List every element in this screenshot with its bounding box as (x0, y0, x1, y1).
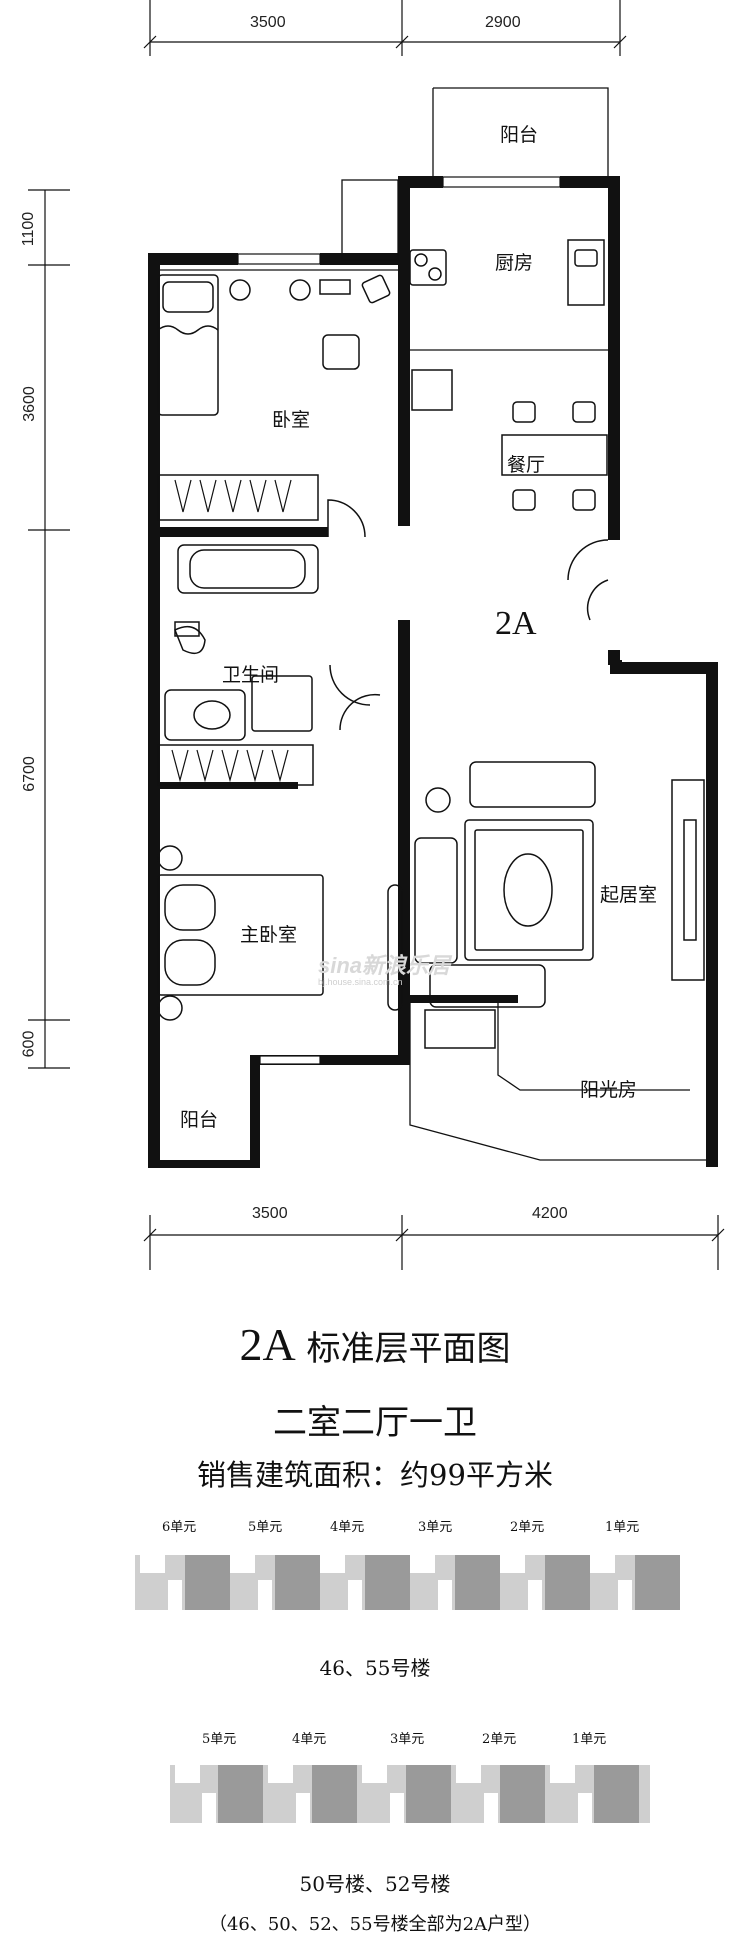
room-bedroom: 卧室 (272, 409, 311, 431)
room-balcony-north: 阳台 (500, 124, 539, 146)
title-code: 2A (239, 1319, 296, 1370)
room-dining: 餐厅 (507, 454, 546, 476)
dim-left-3: 6700 (20, 756, 38, 792)
room-bathroom: 卫生间 (222, 664, 280, 686)
bldA-unit-6: 6单元 (162, 1520, 197, 1535)
bldA-unit-1: 1单元 (605, 1520, 640, 1535)
floor-plan (28, 0, 725, 1270)
dim-left-2: 3600 (20, 386, 38, 422)
building-a-footprint (135, 1543, 680, 1610)
dim-top-1: 3500 (250, 14, 286, 31)
dim-bottom-1: 3500 (252, 1205, 288, 1222)
furniture (157, 239, 705, 1049)
watermark-url: bj.house.sina.com.cn (318, 977, 403, 987)
outlines (160, 87, 706, 1161)
bldB-unit-5: 5单元 (202, 1732, 237, 1747)
bldA-unit-2: 2单元 (510, 1520, 545, 1535)
room-balcony-south: 阳台 (180, 1109, 219, 1131)
bldA-unit-4: 4单元 (330, 1520, 365, 1535)
bldB-unit-2: 2单元 (482, 1732, 517, 1747)
watermark-logo: sina新浪乐居 (318, 953, 451, 978)
bldB-unit-1: 1单元 (572, 1732, 607, 1747)
room-sunroom: 阳光房 (580, 1079, 638, 1101)
walls (148, 176, 718, 1168)
title-text: 标准层平面图 (306, 1329, 511, 1369)
bldB-unit-3: 3单元 (390, 1732, 425, 1747)
bldB-unit-4: 4单元 (292, 1732, 327, 1747)
plan-title: 2A 标准层平面图 (0, 1318, 750, 1371)
dim-top-2: 2900 (485, 14, 521, 31)
building-a-label: 46、55号楼 (319, 1656, 431, 1680)
dimension-lines (28, 0, 725, 1270)
room-living: 起居室 (600, 884, 658, 906)
dim-left-4: 600 (20, 1030, 38, 1058)
room-master-bedroom: 主卧室 (240, 924, 298, 946)
building-b-label: 50号楼、52号楼 (299, 1872, 451, 1896)
dim-bottom-2: 4200 (532, 1205, 568, 1222)
windows (237, 176, 561, 1065)
layout-text: 二室二厅一卫 (273, 1403, 477, 1443)
dim-left-1: 1100 (20, 211, 38, 247)
bldA-unit-5: 5单元 (248, 1520, 283, 1535)
bldA-unit-3: 3单元 (418, 1520, 453, 1535)
building-b-footprint (170, 1753, 650, 1823)
area-text: 销售建筑面积：约99平方米 (197, 1458, 553, 1492)
footnote: （46、50、52、55号楼全部为2A户型） (208, 1914, 542, 1935)
room-kitchen: 厨房 (495, 252, 534, 274)
plan-type-label: 2A (495, 605, 537, 642)
